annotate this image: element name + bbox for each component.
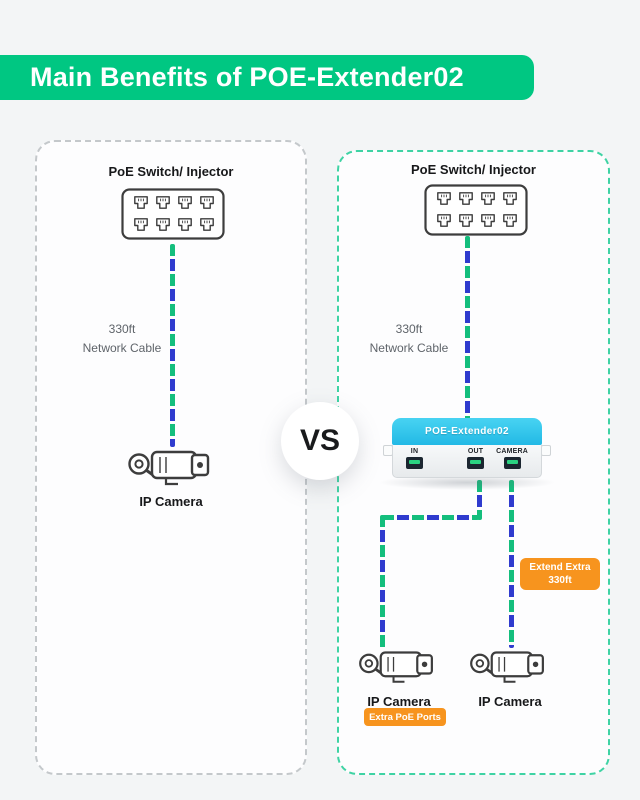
- right-switch-label: PoE Switch/ Injector: [411, 162, 536, 177]
- cable-length-text: 330ft: [108, 322, 136, 336]
- cable-out-stub: [476, 480, 482, 520]
- left-cable-caption: 330ft Network Cable: [62, 320, 182, 357]
- device-shadow: [378, 475, 556, 490]
- port-in: IN: [406, 448, 423, 477]
- left-switch-label: PoE Switch/ Injector: [108, 164, 234, 179]
- device-top: POE-Extender02: [392, 418, 542, 445]
- camera1-label: IP Camera: [367, 694, 431, 709]
- poe-switch-icon: [424, 184, 528, 236]
- mount-ear-right: [541, 445, 551, 456]
- ip-camera-icon: [128, 450, 210, 486]
- title-banner: Main Benefits of POE-Extender02: [0, 55, 534, 100]
- device-name: POE-Extender02: [425, 426, 509, 437]
- panel-without-extender: PoE Switch/ Injector 330ft Network Cable…: [35, 140, 307, 775]
- extend-badge-line1: Extend Extra: [529, 561, 591, 573]
- right-cable-caption: 330ft Network Cable: [349, 320, 469, 357]
- extend-extra-badge: Extend Extra 330ft: [520, 558, 600, 590]
- ip-camera-icon: [469, 651, 545, 684]
- cable-type-text: Network Cable: [369, 340, 449, 355]
- rj45-jack-icon: [503, 457, 521, 469]
- cable-out-elbow: [382, 515, 479, 520]
- cable-camera-drop: [508, 480, 514, 648]
- network-cable-uplink: [464, 236, 470, 420]
- poe-extender-device: POE-Extender02 IN OUT CAMERA: [378, 418, 556, 490]
- port-camera: CAMERA: [496, 448, 528, 477]
- vs-badge: VS: [281, 402, 359, 480]
- vs-text: VS: [299, 424, 341, 457]
- port-out: OUT: [467, 448, 485, 477]
- network-cable: [169, 244, 175, 447]
- ip-camera-icon: [358, 651, 434, 684]
- page-title: Main Benefits of POE-Extender02: [30, 62, 464, 92]
- port-in-label: IN: [410, 448, 419, 455]
- rj45-jack-icon: [467, 457, 485, 469]
- left-camera-label: IP Camera: [139, 494, 203, 509]
- extend-badge-line2: 330ft: [548, 575, 572, 586]
- cable-type-text: Network Cable: [82, 340, 162, 355]
- extra-poe-ports-badge: Extra PoE Ports: [364, 708, 446, 726]
- panel-with-extender: PoE Switch/ Injector 330ft Network Cable…: [337, 150, 610, 775]
- cable-length-text: 330ft: [395, 322, 423, 336]
- rj45-jack-icon: [406, 457, 423, 469]
- ports-badge-text: Extra PoE Ports: [369, 711, 441, 723]
- port-out-label: OUT: [467, 448, 484, 455]
- cable-out-drop: [379, 515, 385, 650]
- ports-right-group: OUT CAMERA: [467, 448, 528, 477]
- device-front: IN OUT CAMERA: [392, 445, 542, 478]
- camera2-label: IP Camera: [478, 694, 542, 709]
- port-camera-label: CAMERA: [496, 448, 528, 455]
- poe-switch-icon: [121, 188, 225, 240]
